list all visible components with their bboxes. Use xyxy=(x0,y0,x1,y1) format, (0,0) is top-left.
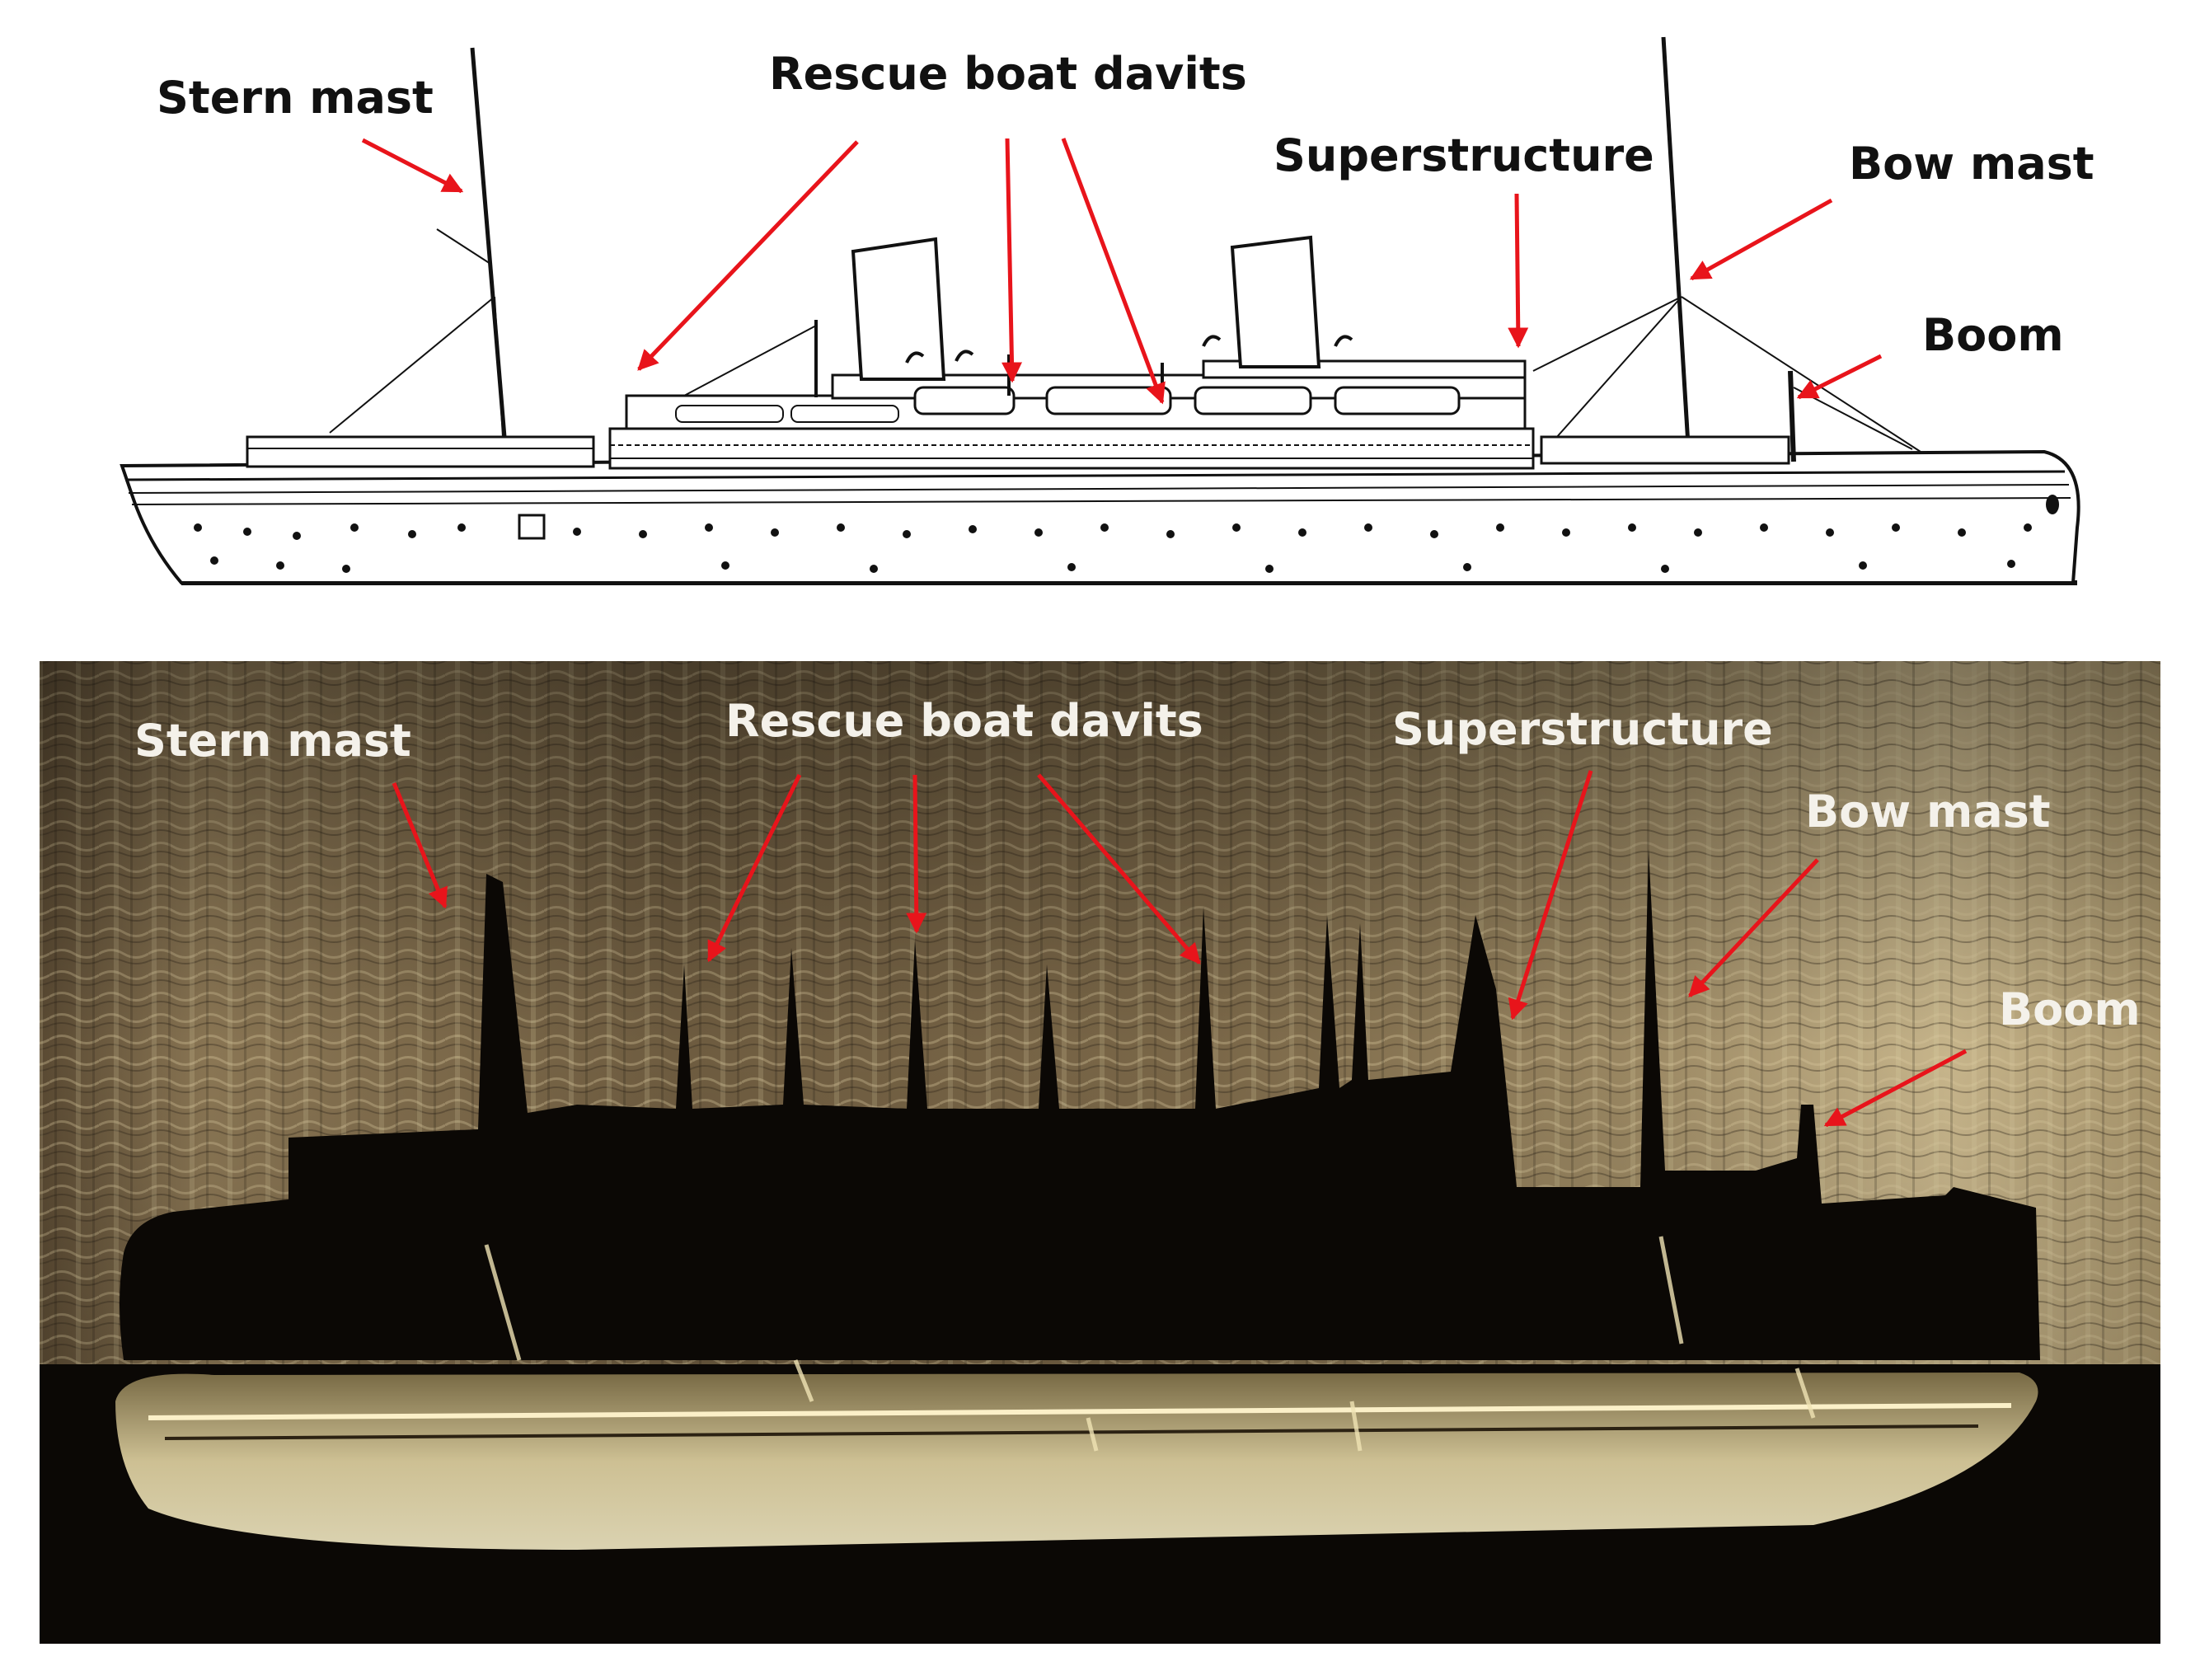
bottom-arrows xyxy=(392,770,1968,1128)
arrow-davit-2-top xyxy=(1001,138,1023,383)
arrow-superstructure-bottom xyxy=(1508,770,1593,1021)
top-arrows xyxy=(361,138,1883,405)
label-superstructure-bottom: Superstructure xyxy=(1392,703,1773,755)
label-stern-mast-top: Stern mast xyxy=(157,72,434,124)
arrow-davit-1-top xyxy=(637,140,859,371)
ship-line-drawing xyxy=(120,36,2080,585)
arrow-superstructure-top xyxy=(1508,193,1529,349)
arrow-davit-1-bottom xyxy=(706,773,802,963)
arrow-davit-3-bottom xyxy=(1037,773,1201,964)
label-rescue-boat-davits-top: Rescue boat davits xyxy=(769,48,1247,100)
arrow-bow-mast-bottom xyxy=(1688,858,1819,997)
label-superstructure-top: Superstructure xyxy=(1274,129,1654,181)
label-bow-mast-bottom: Bow mast xyxy=(1805,786,2051,838)
label-boom-top: Boom xyxy=(1922,309,2064,361)
arrow-davit-2-bottom xyxy=(906,774,927,934)
arrow-boom-top xyxy=(1796,354,1883,400)
sonar-image xyxy=(40,661,2160,1644)
arrow-stern-mast-bottom xyxy=(392,782,448,909)
arrow-bow-mast-top xyxy=(1689,198,1833,281)
label-boom-bottom: Boom xyxy=(1999,983,2141,1035)
label-stern-mast-bottom: Stern mast xyxy=(134,715,411,767)
arrow-stern-mast-top xyxy=(361,138,464,194)
arrow-boom-bottom xyxy=(1823,1049,1968,1128)
arrow-davit-3-top xyxy=(1061,138,1166,405)
label-bow-mast-top: Bow mast xyxy=(1849,138,2094,190)
label-rescue-boat-davits-bottom: Rescue boat davits xyxy=(725,695,1203,747)
